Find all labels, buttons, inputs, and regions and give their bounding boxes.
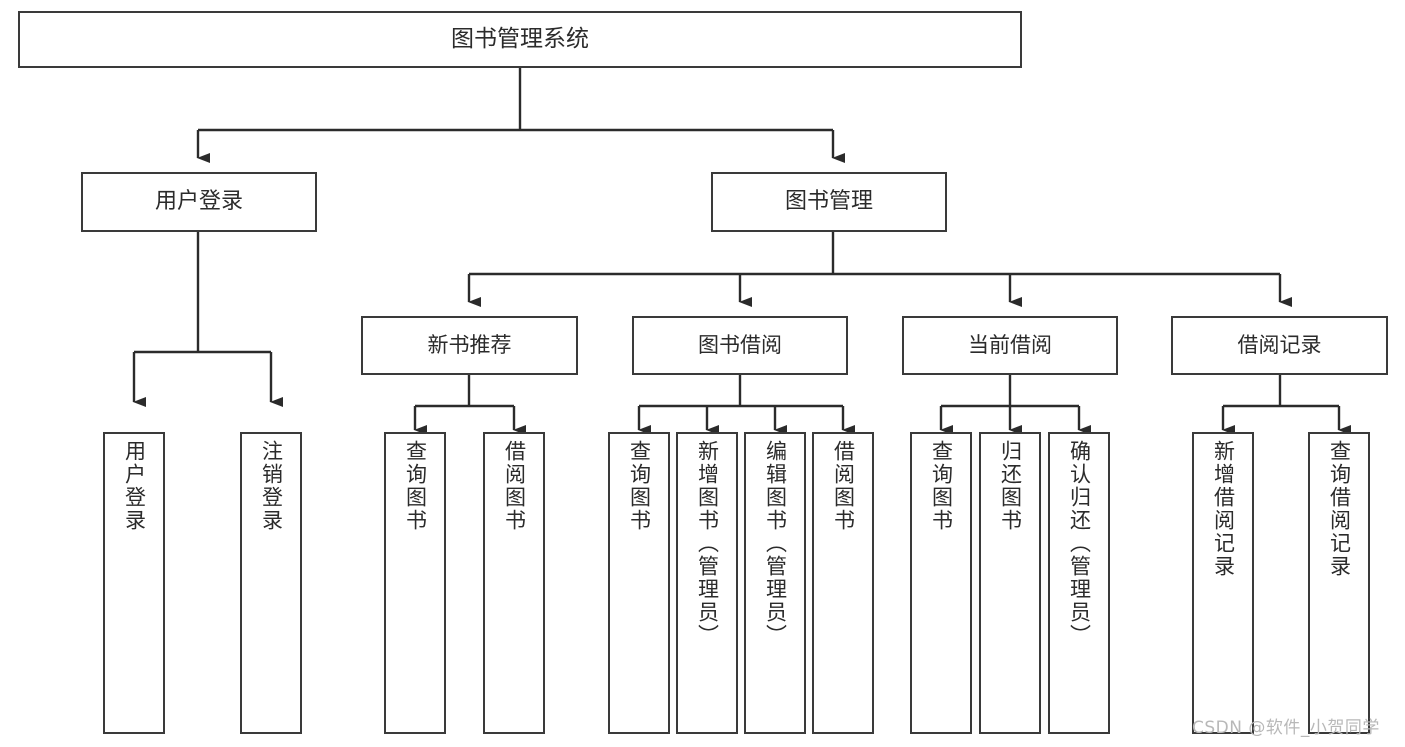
node-label: 当前借阅 <box>968 333 1052 358</box>
connector-group-record <box>1221 375 1351 435</box>
node-label: 新书推荐 <box>427 333 512 358</box>
node-leaf-edit-book-admin[interactable]: 编辑图书（管理员） <box>744 432 806 734</box>
node-label: 用户登录 <box>154 189 243 215</box>
node-label: 借阅图书 <box>502 440 527 532</box>
csdn-watermark: CSDN @软件_小贺同学 <box>1192 718 1380 738</box>
node-label: 借阅图书 <box>831 440 856 532</box>
node-leaf-user-login[interactable]: 用户登录 <box>103 432 165 734</box>
node-leaf-borrow-book[interactable]: 借阅图书 <box>812 432 874 734</box>
node-label: 查询图书 <box>403 440 428 532</box>
node-leaf-return-book[interactable]: 归还图书 <box>979 432 1041 734</box>
node-label: 查询借阅记录 <box>1327 440 1352 578</box>
node-label: 查询图书 <box>627 440 652 532</box>
node-label: 编辑图书（管理员） <box>763 440 788 647</box>
connector-group-new-book <box>413 375 526 435</box>
node-group-new-book-recommend[interactable]: 新书推荐 <box>361 316 578 375</box>
node-leaf-query-book-recommend[interactable]: 查询图书 <box>384 432 446 734</box>
connector-group-current-borrow <box>939 375 1091 435</box>
node-label: 新增借阅记录 <box>1211 440 1236 578</box>
node-group-book-borrow[interactable]: 图书借阅 <box>632 316 848 375</box>
node-root-book-management-system[interactable]: 图书管理系统 <box>18 11 1022 68</box>
connector-group-book-manage <box>467 232 1292 307</box>
node-group-borrow-record[interactable]: 借阅记录 <box>1171 316 1388 375</box>
node-leaf-add-book-admin[interactable]: 新增图书（管理员） <box>676 432 738 734</box>
node-label: 图书管理系统 <box>451 25 589 52</box>
node-label: 借阅记录 <box>1237 333 1322 358</box>
node-label: 新增图书（管理员） <box>695 440 720 647</box>
node-label: 用户登录 <box>122 440 147 532</box>
node-leaf-borrow-book-recommend[interactable]: 借阅图书 <box>483 432 545 734</box>
node-leaf-query-book-current[interactable]: 查询图书 <box>910 432 972 734</box>
node-branch-user-login[interactable]: 用户登录 <box>81 172 317 232</box>
node-leaf-logout[interactable]: 注销登录 <box>240 432 302 734</box>
node-leaf-add-borrow-record[interactable]: 新增借阅记录 <box>1192 432 1254 734</box>
node-label: 确认归还（管理员） <box>1067 440 1092 647</box>
node-leaf-query-book-borrow[interactable]: 查询图书 <box>608 432 670 734</box>
node-label: 注销登录 <box>259 440 284 532</box>
connector-group-borrow <box>637 375 855 435</box>
node-leaf-confirm-return-admin[interactable]: 确认归还（管理员） <box>1048 432 1110 734</box>
node-label: 归还图书 <box>998 440 1023 532</box>
connector-group-root <box>196 68 845 163</box>
node-label: 图书借阅 <box>698 333 782 358</box>
connector-group-user-login <box>132 232 283 407</box>
node-branch-book-management[interactable]: 图书管理 <box>711 172 947 232</box>
node-group-current-borrow[interactable]: 当前借阅 <box>902 316 1118 375</box>
node-leaf-query-borrow-record[interactable]: 查询借阅记录 <box>1308 432 1370 734</box>
node-label: 查询图书 <box>929 440 954 532</box>
node-label: 图书管理 <box>784 189 873 215</box>
